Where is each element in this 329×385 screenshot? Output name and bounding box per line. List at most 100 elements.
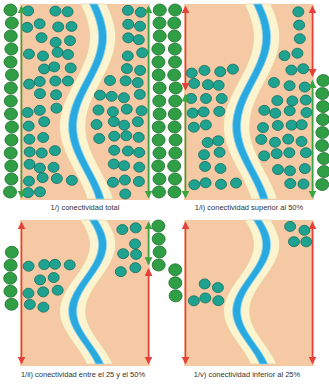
river-bank bbox=[60, 4, 116, 199]
inside-tree bbox=[115, 267, 126, 277]
landscape-panel bbox=[169, 220, 314, 366]
outside-tree bbox=[5, 160, 18, 172]
inside-tree bbox=[213, 136, 224, 146]
inside-tree bbox=[132, 117, 143, 127]
inside-tree bbox=[64, 260, 75, 270]
inside-tree bbox=[286, 65, 297, 75]
outside-tree bbox=[153, 246, 166, 258]
inside-tree bbox=[121, 131, 132, 141]
inside-tree bbox=[202, 138, 213, 148]
inside-tree bbox=[200, 93, 211, 103]
inside-tree bbox=[122, 51, 133, 61]
inside-tree bbox=[189, 78, 200, 88]
inside-tree bbox=[107, 177, 118, 187]
inside-tree bbox=[23, 49, 34, 59]
inside-tree bbox=[215, 163, 226, 173]
outside-tree bbox=[153, 108, 166, 120]
panel-caption: 1/ii) conectividad entre el 25 y el 50% bbox=[21, 370, 145, 379]
inside-tree bbox=[94, 90, 105, 100]
outside-tree bbox=[316, 179, 329, 191]
inside-tree bbox=[216, 179, 227, 189]
outside-tree bbox=[4, 108, 17, 120]
outside-tree bbox=[153, 4, 166, 16]
inside-tree bbox=[271, 149, 282, 159]
inside-tree bbox=[106, 91, 117, 101]
inside-tree bbox=[118, 249, 129, 259]
inside-tree bbox=[51, 90, 62, 100]
inside-tree bbox=[24, 299, 35, 309]
outside-tree bbox=[168, 121, 181, 133]
inside-tree bbox=[34, 77, 45, 87]
inside-tree bbox=[300, 95, 311, 105]
inside-tree bbox=[257, 123, 268, 133]
inside-tree bbox=[37, 173, 48, 183]
inside-tree bbox=[66, 21, 77, 31]
inside-tree bbox=[292, 48, 303, 58]
inside-tree bbox=[186, 93, 197, 103]
inside-tree bbox=[286, 120, 297, 130]
inside-tree bbox=[51, 174, 62, 184]
inside-tree bbox=[23, 176, 34, 186]
connectivity-arrow bbox=[21, 7, 23, 197]
inside-tree bbox=[298, 179, 309, 189]
inside-tree bbox=[109, 145, 120, 155]
inside-tree bbox=[65, 63, 76, 73]
inside-tree bbox=[216, 94, 227, 104]
outside-tree bbox=[168, 43, 181, 55]
inside-tree bbox=[38, 302, 49, 312]
outside-tree bbox=[5, 69, 18, 81]
river-bank bbox=[224, 4, 280, 199]
inside-tree bbox=[23, 6, 34, 16]
inside-tree bbox=[200, 178, 211, 188]
outside-tree bbox=[168, 186, 181, 198]
outside-tree bbox=[4, 259, 17, 271]
inside-tree bbox=[187, 108, 198, 118]
inside-tree bbox=[284, 106, 295, 116]
outside-tree bbox=[316, 88, 329, 100]
outside-tree bbox=[152, 43, 165, 55]
outside-tree bbox=[153, 17, 166, 29]
outside-tree bbox=[5, 121, 18, 133]
panel-caption: 1/) conectividad total bbox=[51, 203, 120, 212]
outside-tree bbox=[169, 147, 182, 159]
outside-tree bbox=[316, 114, 329, 126]
inside-tree bbox=[23, 288, 34, 298]
connectivity-arrow bbox=[148, 7, 150, 197]
inside-tree bbox=[299, 164, 310, 174]
inside-tree bbox=[117, 225, 128, 235]
inside-tree bbox=[53, 22, 64, 32]
inside-tree bbox=[285, 179, 296, 189]
inside-tree bbox=[34, 89, 45, 99]
outside-tree bbox=[5, 173, 18, 185]
inside-tree bbox=[293, 7, 304, 17]
inside-tree bbox=[48, 162, 59, 172]
inside-tree bbox=[39, 260, 50, 270]
connectivity-arrow bbox=[185, 95, 187, 197]
connectivity-arrow bbox=[312, 7, 314, 75]
outside-tree bbox=[5, 298, 18, 310]
outside-tree bbox=[152, 220, 165, 232]
outside-tree bbox=[153, 186, 166, 198]
inside-tree bbox=[38, 287, 49, 297]
inside-tree bbox=[63, 50, 74, 60]
connectivity-arrow bbox=[148, 270, 150, 363]
inside-tree bbox=[133, 176, 144, 186]
inside-tree bbox=[200, 293, 211, 303]
inside-tree bbox=[259, 105, 270, 115]
outside-tree bbox=[169, 277, 182, 289]
inside-tree bbox=[120, 76, 131, 86]
inside-tree bbox=[259, 151, 270, 161]
outside-tree bbox=[5, 246, 18, 258]
inside-tree bbox=[134, 89, 145, 99]
inside-tree bbox=[50, 6, 61, 16]
outside-tree bbox=[168, 108, 181, 120]
inside-tree bbox=[64, 36, 75, 46]
inside-tree bbox=[119, 175, 130, 185]
inside-tree bbox=[119, 161, 130, 171]
inside-tree bbox=[199, 279, 210, 289]
inside-tree bbox=[122, 146, 133, 156]
inside-tree bbox=[299, 82, 310, 92]
outside-tree bbox=[169, 4, 182, 16]
inside-tree bbox=[122, 5, 133, 15]
outside-tree bbox=[4, 285, 17, 297]
